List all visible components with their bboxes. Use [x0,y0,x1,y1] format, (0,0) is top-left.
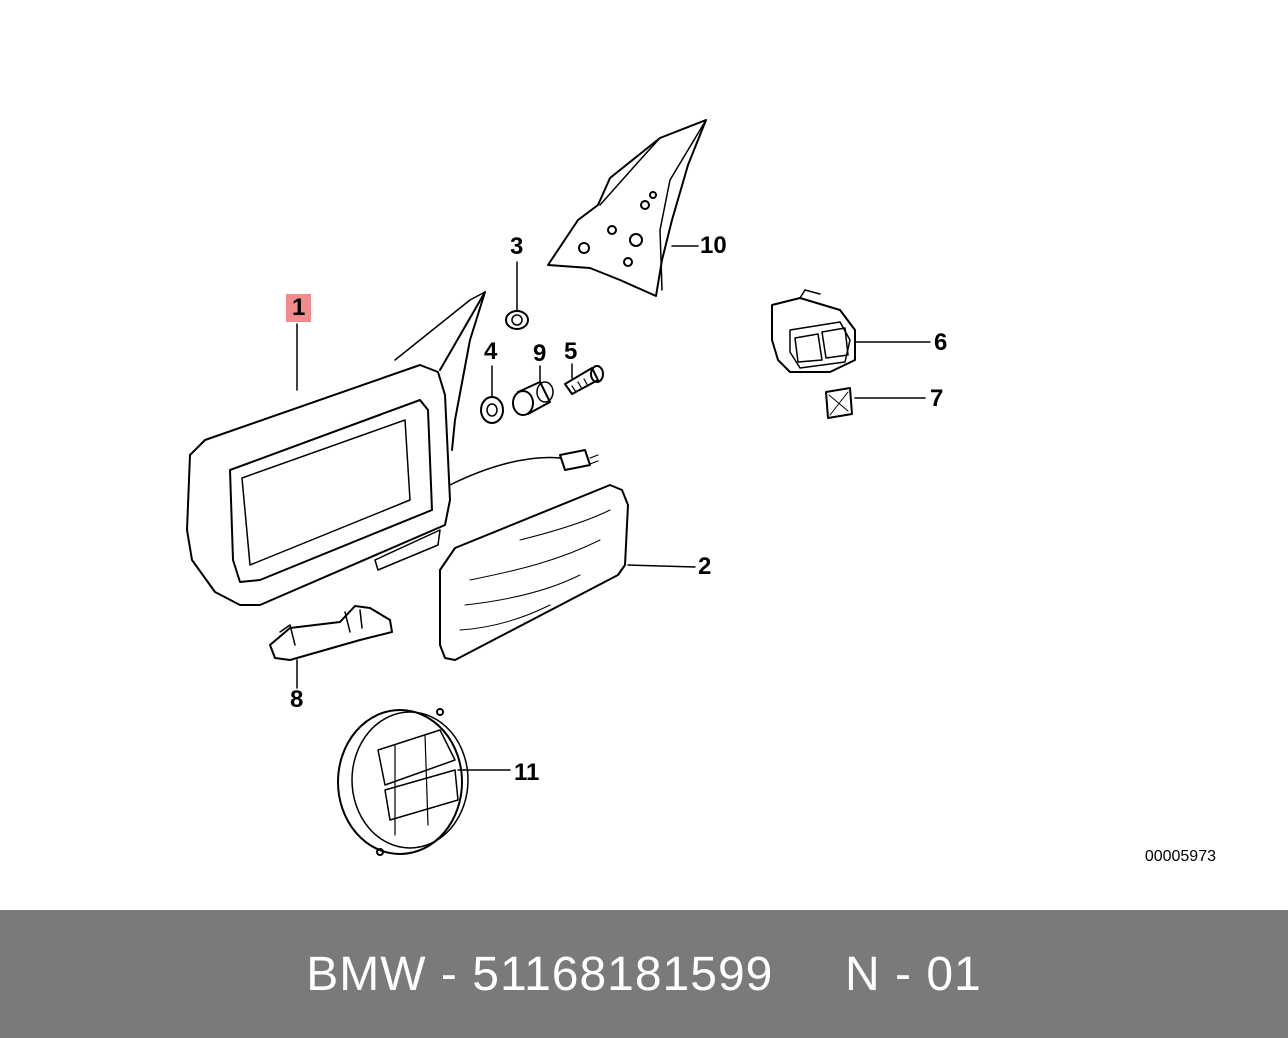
callout-8: 8 [290,686,304,713]
part-3-clip [505,310,529,330]
callout-9: 9 [533,340,547,367]
callout-2: 2 [698,553,712,580]
part-8-bracket [269,605,393,661]
callout-5: 5 [564,338,578,365]
callout-4: 4 [484,338,498,365]
callout-6: 6 [934,329,948,356]
leader-lines [296,245,931,771]
callout-10: 10 [700,232,727,259]
part-6-switch [771,289,856,373]
leader-line-2 [627,564,696,568]
part-5-screw [564,365,604,395]
callout-1: 1 [286,294,312,322]
part-number-footer: BMW - 51168181599 N - 01 [0,910,1288,1038]
callout-11: 11 [514,759,540,786]
parts-diagram: 1 2 3 4 9 5 6 7 8 10 11 00005973 [186,119,1216,865]
part-2-mirror-glass [439,484,629,661]
exploded-view-drawing [186,119,931,856]
part-11-motor [337,708,469,856]
callout-3: 3 [510,233,524,260]
part-7-cap [825,387,853,419]
part-10-mount-plate [547,119,707,297]
part-4-washer [480,396,504,424]
part-number-label: BMW - 51168181599 N - 01 [306,947,982,1001]
diagram-image-code: 00005973 [1144,848,1216,865]
part-9-bushing [512,381,554,416]
part-1-mirror-housing [186,291,599,606]
callout-7: 7 [930,385,944,412]
